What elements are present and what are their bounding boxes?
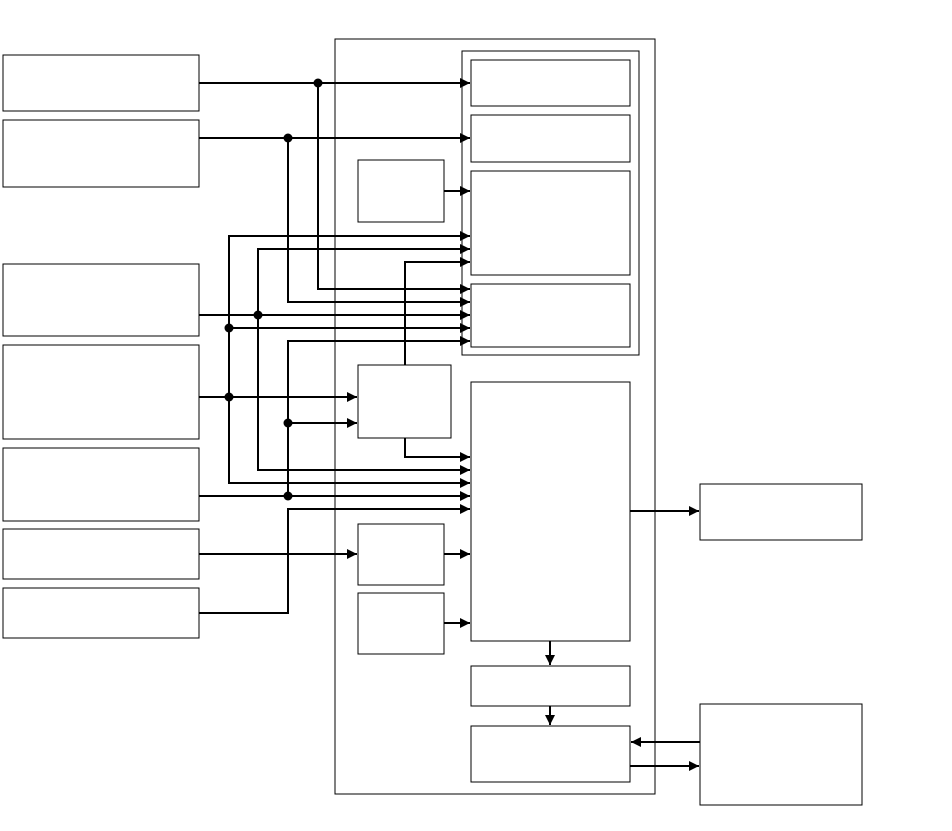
core-unit xyxy=(470,381,631,642)
upper-unit-1 xyxy=(470,59,631,107)
input-block-1 xyxy=(2,54,200,112)
aux-unit-a xyxy=(357,523,445,586)
input-block-5 xyxy=(2,447,200,522)
output-unit xyxy=(699,483,863,541)
mid-unit xyxy=(357,364,452,439)
input-block-2 xyxy=(2,119,200,188)
upper-unit-2 xyxy=(470,114,631,163)
upper-unit-3 xyxy=(470,170,631,276)
input-block-6 xyxy=(2,528,200,580)
io-unit xyxy=(699,703,863,806)
input-block-4 xyxy=(2,344,200,440)
junction-dots xyxy=(224,78,323,501)
lower-unit-1 xyxy=(470,665,631,707)
connection-lines xyxy=(199,78,700,771)
aux-unit-b xyxy=(357,592,445,655)
lower-unit-2 xyxy=(470,725,631,783)
upper-unit-4 xyxy=(470,283,631,348)
input-block-7 xyxy=(2,587,200,639)
input-block-3 xyxy=(2,263,200,337)
aux-unit-top xyxy=(357,159,445,223)
